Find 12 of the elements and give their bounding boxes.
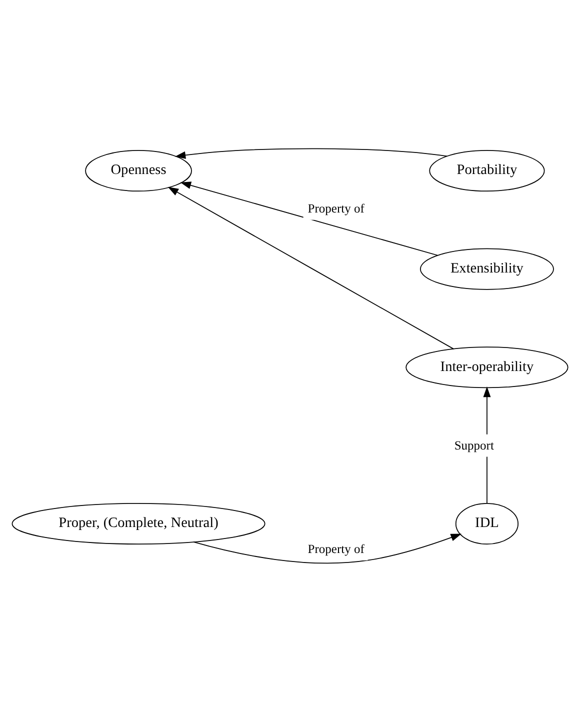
- edge-label: Property of: [308, 200, 364, 215]
- node-ellipse: Proper, (Complete, Neutral): [12, 502, 266, 544]
- arrow: [180, 181, 438, 256]
- arrow: [168, 186, 454, 349]
- arrow: [193, 533, 462, 564]
- edge-label: Property of: [308, 541, 364, 556]
- node-ellipse: Extensibility: [420, 248, 554, 290]
- edge-label: Support: [454, 438, 494, 452]
- arrow: [174, 148, 448, 158]
- node-ellipse: IDL: [455, 502, 519, 544]
- node-ellipse: Portability: [429, 149, 545, 192]
- node-ellipse: Inter-operability: [406, 346, 568, 388]
